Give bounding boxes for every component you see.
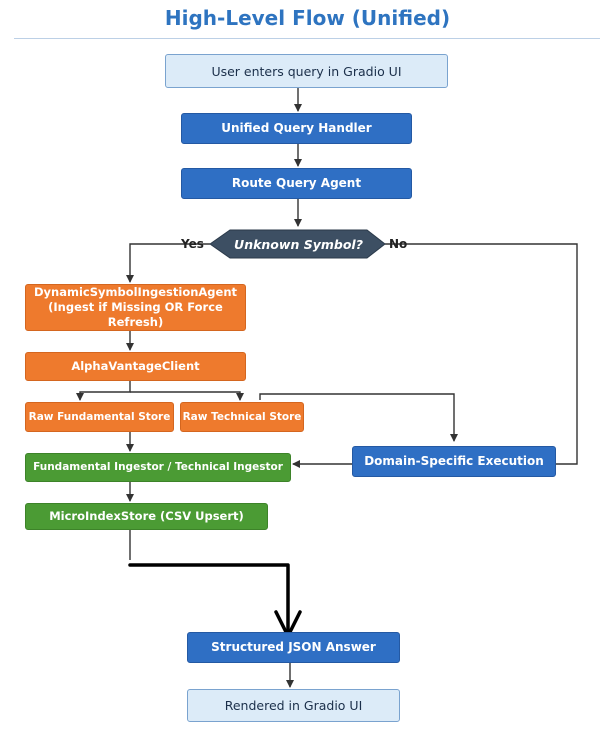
edge-label-no: No: [389, 237, 408, 251]
node-decision-unknown-symbol: Unknown Symbol?: [234, 236, 363, 252]
node-unified-query-handler: Unified Query Handler: [181, 113, 412, 144]
edge-alpha-to-raw-fundamental: [76, 381, 131, 401]
node-raw-technical-store: Raw Technical Store: [180, 402, 304, 432]
edge-label-yes: Yes: [181, 237, 204, 251]
node-raw-fundamental-store: Raw Fundamental Store: [25, 402, 174, 432]
page-title: High-Level Flow (Unified): [164, 6, 451, 30]
node-alphavantage-client: AlphaVantageClient: [25, 352, 246, 381]
decision-diamond: [209, 229, 386, 259]
node-structured-json-answer: Structured JSON Answer: [187, 632, 400, 663]
node-route-query-agent: Route Query Agent: [181, 168, 412, 199]
edge-decision-no: [385, 243, 578, 465]
edge-alpha-to-raw-technical: [130, 391, 244, 401]
node-dynamic-symbol-ingestion-agent: DynamicSymbolIngestionAgent (Ingest if M…: [25, 284, 246, 331]
node-domain-specific-execution: Domain-Specific Execution: [352, 446, 556, 477]
node-user-query: User enters query in Gradio UI: [165, 54, 448, 88]
node-microindexstore: MicroIndexStore (CSV Upsert): [25, 503, 268, 530]
node-fundamental-technical-ingestor: Fundamental Ingestor / Technical Ingesto…: [25, 453, 291, 482]
title-divider: [14, 38, 600, 39]
ingestion-agent-name: DynamicSymbolIngestionAgent: [33, 285, 238, 299]
ingestion-agent-note: (Ingest if Missing OR Force Refresh): [48, 300, 223, 329]
edge-micro-to-json-bold: [128, 563, 290, 643]
edge-decision-yes: [126, 243, 210, 283]
edge-raw-technical-to-domain: [259, 393, 458, 442]
node-rendered-in-gradio: Rendered in Gradio UI: [187, 689, 400, 722]
